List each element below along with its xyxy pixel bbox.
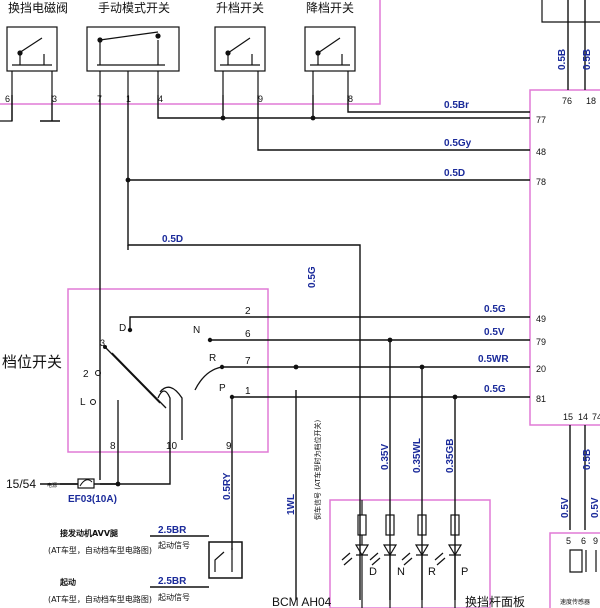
speed-sensor-label: 速度传感器: [560, 598, 590, 606]
start-relay: [208, 541, 243, 579]
bcm-signal-note: 倒车信号 (AT车型时为档位开关): [313, 420, 322, 520]
connector-pin: 9: [593, 536, 598, 546]
wire-label: 0.5G: [484, 304, 506, 315]
upshift-switch-label: 升档开关: [216, 1, 264, 15]
gear-pin: 2: [245, 306, 251, 317]
indicator-label-r: R: [428, 566, 436, 578]
wire-label: 0.5G: [307, 266, 318, 288]
wire-label: 0.35WL: [412, 438, 423, 473]
indicator-panel-title: 换挡杆面板: [465, 595, 525, 608]
power-supply-suffix: 电源: [47, 482, 57, 489]
pin-label: 8: [348, 94, 353, 104]
pin-label: 6: [5, 94, 10, 104]
power-supply-label: 15/54: [6, 477, 36, 491]
connector-pin: 18: [586, 96, 596, 106]
pin-label: 7: [97, 94, 102, 104]
wire-label: 0.5Gy: [444, 138, 472, 149]
speed-sensor-box: [549, 532, 600, 608]
gear-pin: 8: [110, 441, 116, 452]
connector-pin: 78: [536, 177, 546, 187]
gear-pin: 6: [245, 329, 251, 340]
wire-label: 0.5V: [484, 327, 505, 338]
upshift-switch: [214, 26, 266, 72]
indicator-label-n: N: [397, 566, 405, 578]
wire-label: 0.5D: [162, 234, 183, 245]
connector-pin: 5: [566, 536, 571, 546]
gear-pin: 7: [245, 356, 251, 367]
gear-switch-title: 档位开关: [2, 353, 62, 371]
top-right-frame: [541, 0, 600, 23]
wire-label: 0.5RY: [222, 472, 233, 500]
wire-label: 0.5B: [582, 49, 593, 70]
wire-label: 2.5BR: [158, 576, 187, 587]
wire-label: 0.5V: [560, 497, 571, 518]
connector-pin: 14: [578, 412, 588, 422]
wire-label: 0.5D: [444, 168, 465, 179]
wire-label: 0.5WR: [478, 354, 509, 365]
wire-label: 1WL: [286, 494, 297, 515]
connector-pin: 48: [536, 147, 546, 157]
wire-label: 0.5B: [582, 449, 593, 470]
wire-label: 0.5Br: [444, 100, 469, 111]
indicator-label-p: P: [461, 566, 468, 578]
connector-pin: 74: [592, 412, 600, 422]
connector-pin: 15: [563, 412, 573, 422]
wire-label: 0.35V: [380, 444, 391, 470]
avv-note: (AT车型，自动档车型电路图): [48, 545, 152, 555]
connector-pin: 6: [581, 536, 586, 546]
top-switch-box: [0, 0, 381, 105]
avv-title: 接发动机AVV腿: [60, 528, 118, 538]
connector-pin: 49: [536, 314, 546, 324]
gear-label-n: N: [193, 325, 200, 336]
wire-network: [11, 0, 586, 600]
pin-label: 4: [158, 94, 163, 104]
wire-label: 0.35GB: [445, 439, 456, 473]
wire-label: 2.5BR: [158, 525, 187, 536]
gear-switch-box: [67, 288, 269, 453]
bcm-label: BCM AH04: [272, 595, 332, 608]
wire-label: 0.5G: [484, 384, 506, 395]
gear-label-d: D: [119, 323, 126, 334]
pin-label: 3: [52, 94, 57, 104]
gear-pin: 1: [245, 386, 251, 397]
manual-mode-switch-label: 手动模式开关: [98, 1, 170, 15]
pin-label: 1: [126, 94, 131, 104]
fuse-label: EF03(10A): [68, 494, 117, 505]
downshift-switch: [304, 26, 356, 72]
gear-label-r: R: [209, 353, 216, 364]
connector-pin: 77: [536, 115, 546, 125]
indicator-label-d: D: [369, 566, 377, 578]
gear-pin: 10: [166, 441, 178, 452]
connector-pin: 20: [536, 364, 546, 374]
wire-label: 0.5V: [590, 497, 600, 518]
gear-label-p: P: [219, 383, 226, 394]
shift-solenoid-label: 换挡电磁阀: [8, 0, 68, 15]
connector-pin: 79: [536, 337, 546, 347]
manual-mode-switch: [86, 26, 180, 72]
gear-switch-internal: [104, 346, 233, 440]
indicator-leds: [341, 500, 463, 608]
pin-label: 9: [258, 94, 263, 104]
gear-pin: 3: [100, 338, 105, 348]
connector-pin: 76: [562, 96, 572, 106]
indicator-panel-box: [329, 499, 491, 608]
gear-label-2: 2: [83, 369, 89, 380]
ecu-connector-box: [529, 89, 600, 426]
avv-signal: 起动信号: [158, 540, 190, 550]
relay-signal: 起动信号: [158, 592, 190, 602]
wire-label: 0.5B: [557, 49, 568, 70]
gear-pin: 9: [226, 441, 232, 452]
downshift-switch-label: 降档开关: [306, 1, 354, 15]
relay-note: (AT车型，自动档车型电路图): [48, 594, 152, 604]
shift-solenoid-switch: [6, 26, 58, 72]
gear-label-l: L: [80, 397, 86, 408]
connector-pin: 81: [536, 394, 546, 404]
relay-title: 起动: [59, 577, 76, 587]
